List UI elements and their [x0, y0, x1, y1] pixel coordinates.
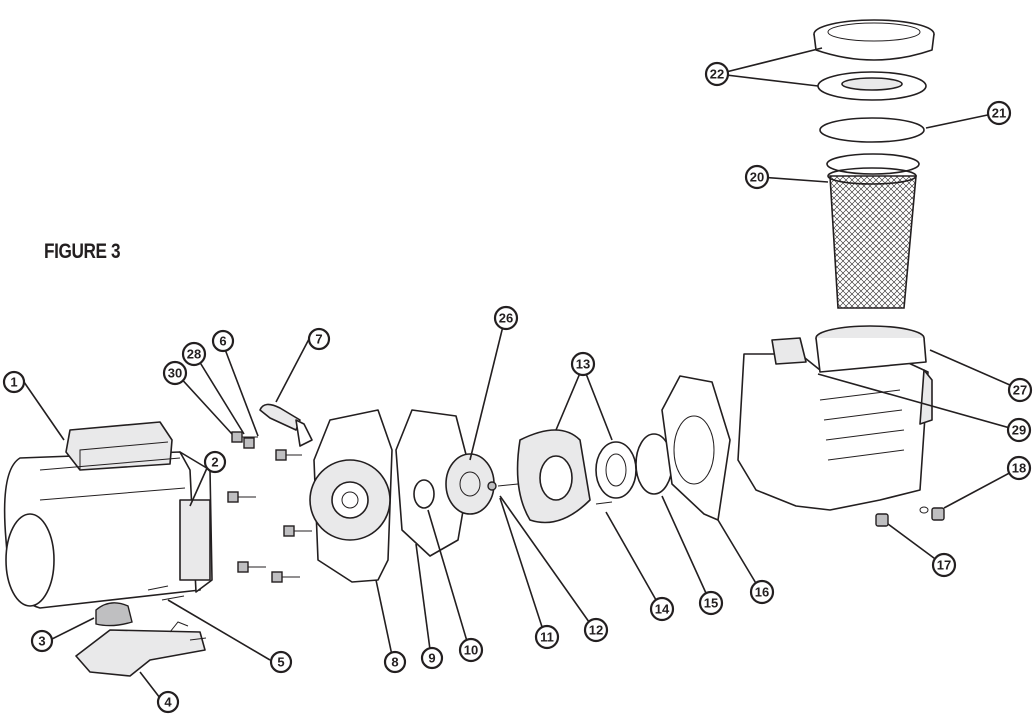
callout-label: 17 — [937, 558, 951, 573]
callout-label: 2 — [211, 455, 218, 470]
callout-label: 14 — [655, 602, 670, 617]
callout-label: 30 — [168, 366, 182, 381]
callout-label: 18 — [1012, 461, 1026, 476]
callout-label: 21 — [992, 106, 1006, 121]
gasket-part — [395, 409, 471, 557]
housing-gasket-part — [661, 375, 731, 521]
bolts-part — [147, 431, 312, 601]
callout-30: 30 — [162, 360, 188, 386]
callout-label: 7 — [315, 332, 322, 347]
pump-housing-part — [737, 325, 933, 511]
callout-15: 15 — [698, 590, 724, 616]
callout-3: 3 — [30, 629, 54, 653]
callout-6: 6 — [211, 329, 235, 353]
foot-cover-part — [95, 602, 133, 627]
strainer-basket-part — [826, 153, 920, 309]
callout-label: 9 — [428, 651, 435, 666]
motor-part — [3, 421, 213, 609]
callout-label: 28 — [187, 347, 201, 362]
callout-26: 26 — [493, 305, 519, 331]
callout-22: 22 — [704, 61, 730, 87]
callout-label: 29 — [1012, 423, 1026, 438]
callout-2: 2 — [203, 450, 227, 474]
callout-11: 11 — [534, 624, 560, 650]
callout-label: 8 — [391, 655, 398, 670]
seal-plate-part — [309, 409, 393, 583]
callout-10: 10 — [458, 637, 484, 663]
diffuser-part — [516, 429, 637, 524]
callout-label: 16 — [755, 585, 769, 600]
callout-label: 27 — [1013, 383, 1027, 398]
callout-label: 1 — [10, 375, 17, 390]
callout-18: 18 — [1006, 455, 1032, 481]
callout-label: 20 — [750, 170, 764, 185]
diffuser-screw-part — [595, 501, 613, 505]
callout-8: 8 — [383, 650, 407, 674]
callout-13: 13 — [570, 351, 596, 377]
callout-label: 6 — [219, 334, 226, 349]
callout-14: 14 — [649, 596, 675, 622]
callout-label: 12 — [589, 623, 603, 638]
callout-label: 5 — [277, 655, 284, 670]
callout-4: 4 — [156, 690, 180, 714]
callout-label: 4 — [164, 695, 172, 710]
impeller-part — [413, 453, 495, 515]
callout-28: 28 — [181, 341, 207, 367]
drain-plug-part — [875, 506, 945, 527]
handle-part — [259, 403, 313, 447]
callout-label: 26 — [499, 311, 513, 326]
callout-12: 12 — [583, 617, 609, 643]
callout-label: 15 — [704, 596, 718, 611]
callout-16: 16 — [749, 579, 775, 605]
callout-29: 29 — [1006, 417, 1032, 443]
callout-27: 27 — [1007, 377, 1033, 403]
impeller-screw-part — [487, 481, 519, 491]
callout-1: 1 — [2, 370, 26, 394]
callout-17: 17 — [931, 552, 957, 578]
callout-20: 20 — [744, 164, 770, 190]
figure-title: FIGURE 3 — [44, 240, 121, 263]
leader-lines — [23, 47, 1020, 699]
callout-label: 13 — [576, 357, 590, 372]
callout-label: 3 — [38, 634, 45, 649]
callout-5: 5 — [269, 650, 293, 674]
callout-label: 11 — [540, 630, 554, 645]
motor-base-part — [75, 621, 207, 677]
lid-o-ring-part — [819, 117, 925, 143]
callout-label: 10 — [464, 643, 478, 658]
callout-9: 9 — [420, 646, 444, 670]
callout-7: 7 — [307, 327, 331, 351]
callout-label: 22 — [710, 67, 724, 82]
callout-21: 21 — [986, 100, 1012, 126]
lid-assembly-part — [813, 19, 935, 101]
